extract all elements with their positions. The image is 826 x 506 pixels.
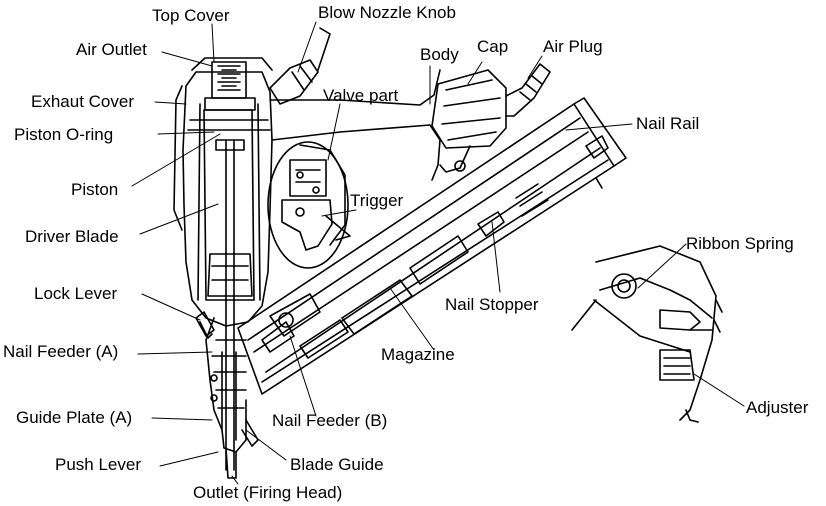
top-cover — [191, 57, 273, 111]
label-adjuster: Adjuster — [746, 398, 809, 417]
label-guide-plate-a: Guide Plate (A) — [16, 408, 133, 427]
label-blow-nozzle-knob: Blow Nozzle Knob — [318, 3, 456, 22]
label-body: Body — [420, 45, 459, 64]
label-blade-guide: Blade Guide — [290, 455, 384, 474]
label-exhaust-cover: Exhaut Cover — [31, 92, 134, 111]
label-air-outlet: Air Outlet — [76, 40, 147, 59]
label-cap: Cap — [477, 37, 509, 56]
label-outlet-firing-head: Outlet (Firing Head) — [193, 483, 343, 502]
magazine — [237, 97, 627, 395]
label-nail-stopper: Nail Stopper — [445, 295, 539, 314]
label-nail-feeder-b: Nail Feeder (B) — [272, 411, 388, 430]
nail-stopper-part — [477, 211, 505, 237]
label-magazine: Magazine — [381, 345, 455, 364]
valve-trigger-detail — [267, 141, 351, 269]
label-nail-feeder-a: Nail Feeder (A) — [3, 342, 119, 361]
cylinder-body — [182, 71, 273, 471]
lock-lever-part — [195, 311, 215, 337]
label-trigger: Trigger — [350, 191, 404, 210]
cap — [431, 69, 507, 173]
label-air-plug: Air Plug — [543, 37, 603, 56]
blow-nozzle-knob — [269, 27, 331, 105]
label-driver-blade: Driver Blade — [25, 227, 119, 246]
label-top-cover: Top Cover — [152, 6, 230, 25]
label-nail-rail: Nail Rail — [636, 114, 700, 133]
label-piston-o-ring: Piston O-ring — [14, 125, 114, 144]
label-push-lever: Push Lever — [55, 455, 141, 474]
label-piston: Piston — [71, 180, 119, 199]
handle-housing — [269, 69, 441, 246]
nose-assembly — [199, 317, 259, 479]
label-lock-lever: Lock Lever — [34, 284, 118, 303]
nail-feeder-b-part — [261, 293, 321, 353]
exhaust-cover — [173, 85, 183, 231]
ribbon-spring-detail — [571, 245, 723, 423]
leader-lines — [131, 21, 745, 485]
air-plug — [505, 63, 551, 117]
label-ribbon-spring: Ribbon Spring — [686, 234, 794, 253]
label-valve-part: Valve part — [323, 86, 399, 105]
